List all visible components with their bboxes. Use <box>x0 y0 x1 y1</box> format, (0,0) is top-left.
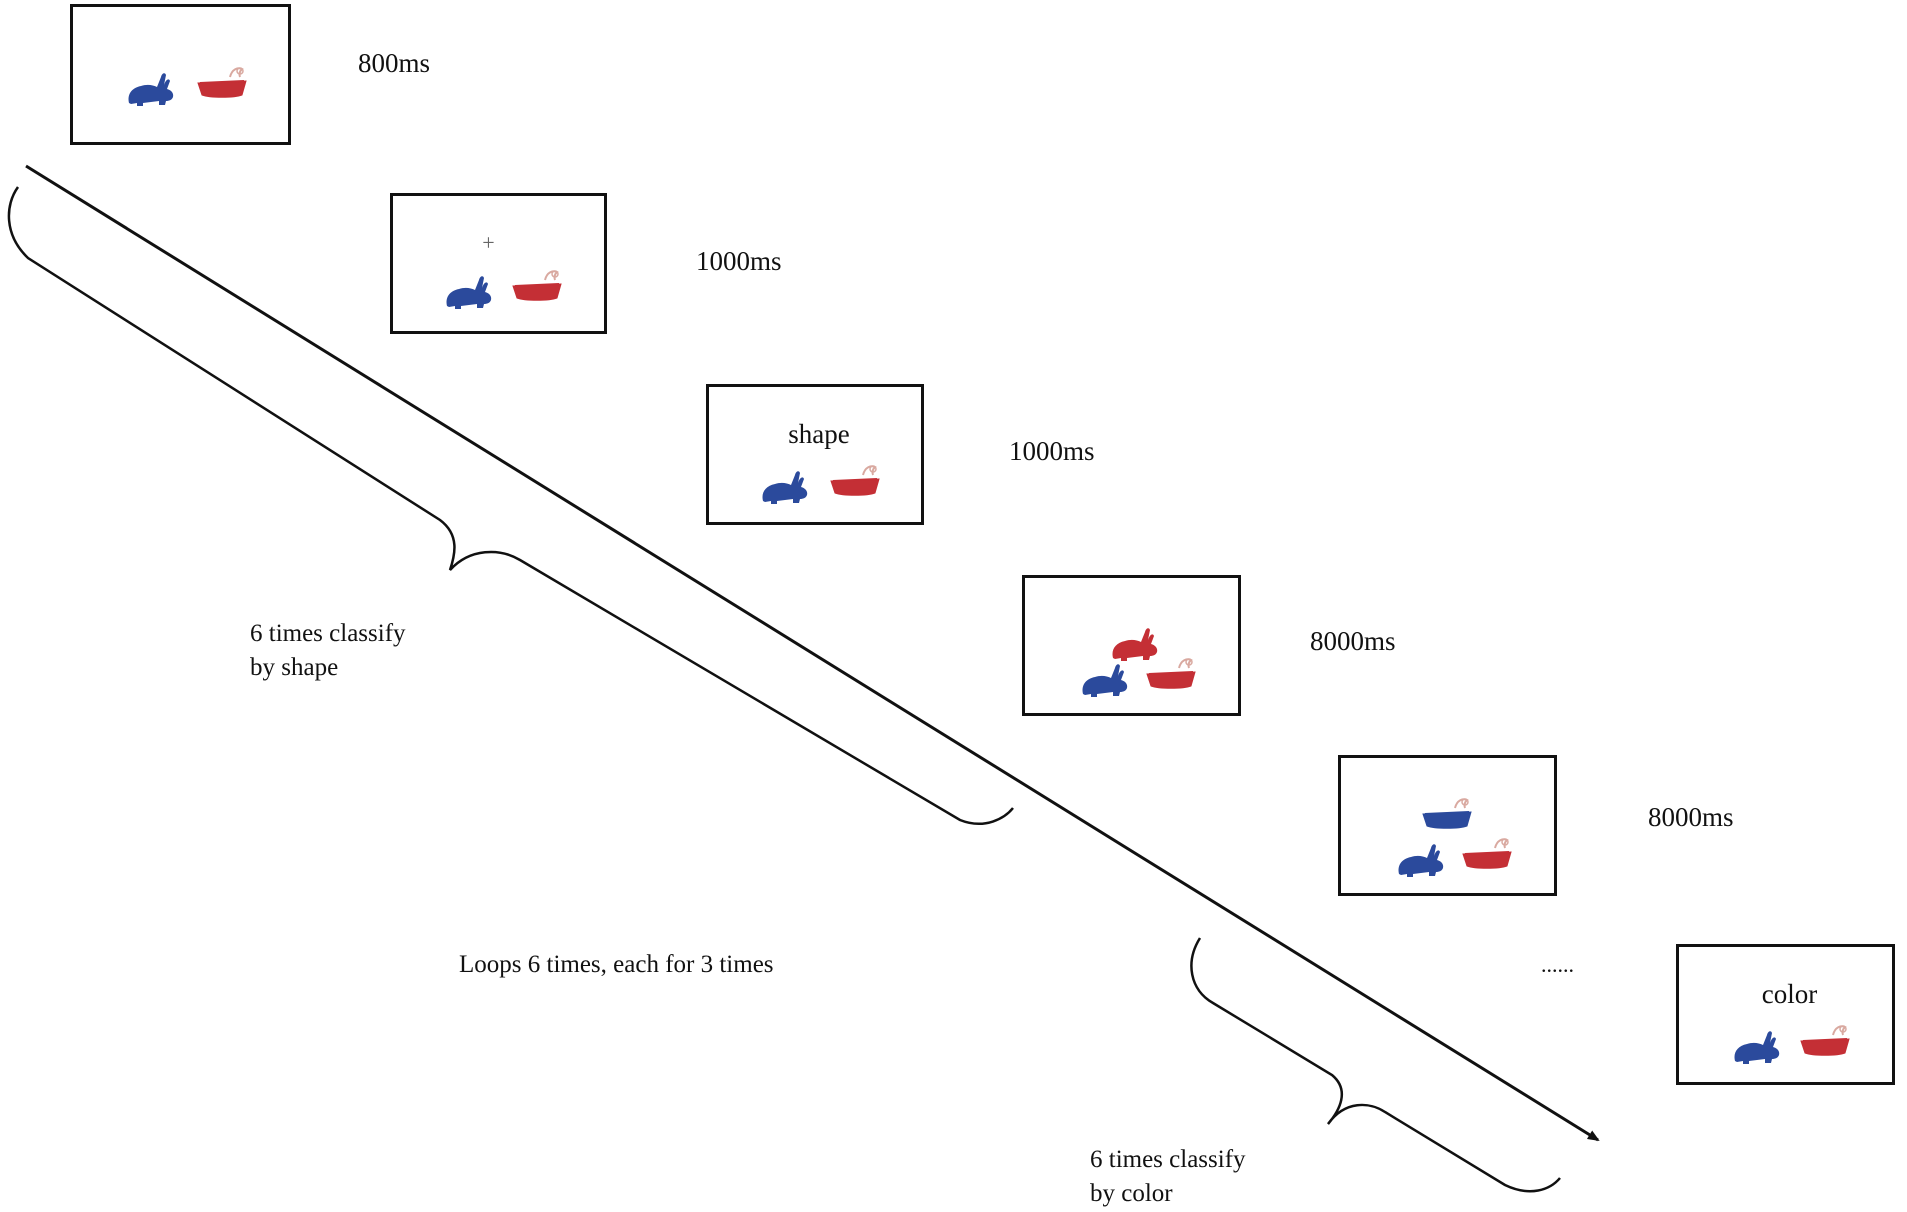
shape-block-label-line-1: 6 times classify <box>250 620 406 647</box>
screen-3-duration: 1000ms <box>1009 436 1095 466</box>
shape-block-brace <box>7 186 1014 825</box>
color-block-label-line-1: 6 times classify <box>1090 1146 1246 1173</box>
fixation-cross: + <box>482 230 495 255</box>
color-block-brace <box>1190 937 1561 1193</box>
task-cue-shape: shape <box>788 419 850 449</box>
screen-4-duration: 8000ms <box>1310 626 1396 656</box>
task-cue-color: color <box>1761 979 1818 1009</box>
screen-4-frame <box>1022 575 1241 716</box>
color-block-label: 6 times classify by color <box>1090 1143 1246 1211</box>
screen-6-frame: color <box>1676 944 1895 1085</box>
screen-2-duration: 1000ms <box>696 246 782 276</box>
ellipsis: ...... <box>1541 952 1574 977</box>
loops-label: Loops 6 times, each for 3 times <box>459 951 774 978</box>
timeline-arrow <box>25 164 1600 1142</box>
screen-1-frame <box>70 4 291 145</box>
screen-1-duration: 800ms <box>358 48 431 78</box>
screen-3-frame: shape <box>706 384 924 525</box>
shape-block-label-line-2: by shape <box>250 654 339 681</box>
shape-block-label: 6 times classify by shape <box>250 617 406 685</box>
screen-5-frame <box>1338 755 1557 896</box>
color-block-label-line-2: by color <box>1090 1180 1173 1207</box>
screen-5-duration: 8000ms <box>1648 802 1734 832</box>
screen-2-frame: + <box>390 193 607 334</box>
